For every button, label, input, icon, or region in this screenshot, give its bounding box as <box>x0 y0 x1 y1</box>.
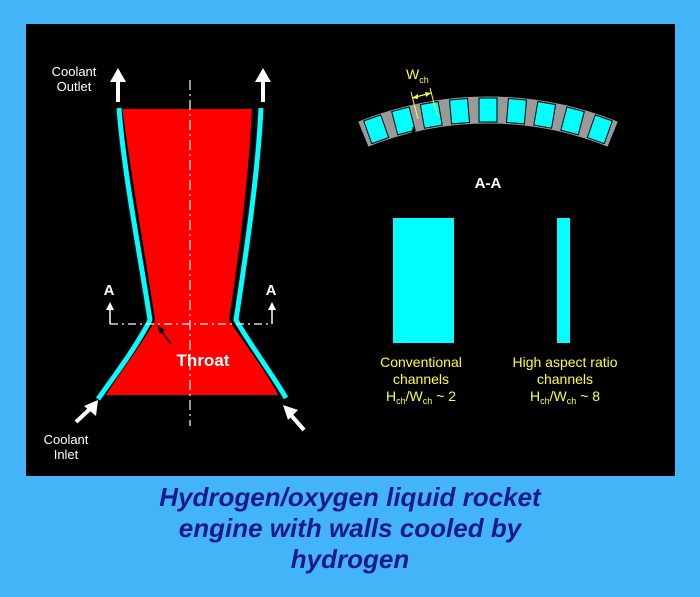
cooling-channel <box>586 114 613 145</box>
coolant-inlet-label-2: Inlet <box>54 447 79 462</box>
diagram-panel: Coolant Outlet Coolant Inlet A A Throat … <box>26 24 675 476</box>
cooling-channel <box>419 100 443 129</box>
section-arrow-right <box>268 302 276 310</box>
section-arrow-left <box>106 302 114 310</box>
figure-caption: Hydrogen/oxygen liquid rocket engine wit… <box>0 482 700 575</box>
conventional-caption-2: channels <box>393 371 449 387</box>
cooling-channel <box>449 97 471 125</box>
coolant-outlet-label-2: Outlet <box>57 79 92 94</box>
cooling-channel <box>505 97 527 125</box>
coolant-inlet-label-1: Coolant <box>44 432 89 447</box>
hch-dimension <box>411 126 422 161</box>
inlet-arrow-left <box>74 400 98 424</box>
wch-label: Wch <box>406 66 429 85</box>
section-label-right: A <box>266 282 277 299</box>
nozzle-combustion-gas <box>102 107 282 397</box>
inlet-arrow-right <box>283 405 306 432</box>
high-aspect-caption-2: channels <box>537 371 593 387</box>
cooling-channel <box>560 106 585 136</box>
wch-dimension <box>410 87 438 120</box>
coolant-outlet-label-1: Coolant <box>52 64 97 79</box>
throat-label: Throat <box>177 351 230 370</box>
right-coolant-channel <box>233 107 289 400</box>
caption-line-2: engine with walls cooled by <box>178 513 522 543</box>
rocket-nozzle-diagram: Coolant Outlet Coolant Inlet A A Throat … <box>44 64 620 462</box>
section-aa-label: A-A <box>475 175 502 192</box>
left-coolant-channel <box>95 107 153 401</box>
cooling-channel <box>391 106 416 136</box>
high-aspect-ratio: Hch/Wch ~ 8 <box>530 388 600 406</box>
conventional-ratio: Hch/Wch ~ 2 <box>386 388 456 406</box>
cross-section-channels <box>363 97 613 145</box>
conventional-caption-1: Conventional <box>380 354 462 370</box>
cooling-channel <box>363 114 390 145</box>
throat-pointer-head <box>157 325 165 334</box>
conventional-channel-shape <box>393 218 454 343</box>
outlet-arrow-left <box>110 68 126 102</box>
high-aspect-channel-shape <box>557 218 570 343</box>
cooling-channel <box>478 97 498 123</box>
caption-line-3: hydrogen <box>290 544 410 574</box>
high-aspect-caption-1: High aspect ratio <box>512 354 617 370</box>
cooling-channel <box>533 100 557 129</box>
outlet-arrow-right <box>255 68 271 102</box>
section-label-left: A <box>104 282 115 299</box>
cross-section-aa <box>356 95 620 148</box>
caption-line-1: Hydrogen/oxygen liquid rocket <box>159 482 541 512</box>
hch-label: Hch <box>394 137 412 154</box>
